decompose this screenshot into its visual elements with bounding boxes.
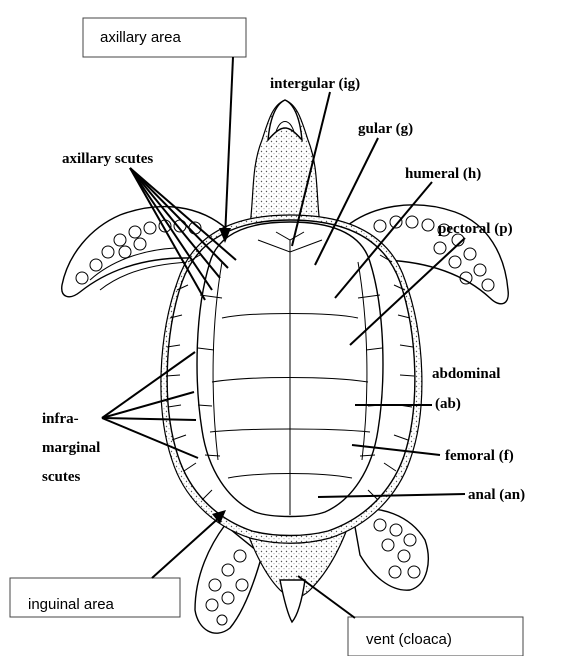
vent-label: vent (cloaca): [366, 631, 452, 648]
femoral-label: femoral (f): [445, 448, 514, 464]
intergular-label: intergular (ig): [270, 76, 360, 92]
abdominal-label-line1: abdominal: [432, 366, 500, 382]
pectoral-label: pectoral (p): [438, 221, 513, 237]
humeral-label: humeral (h): [405, 166, 481, 182]
inframarginal-label-line3: scutes: [42, 469, 80, 485]
vent-cloaca-shape: [280, 580, 305, 622]
inframarginal-label-line2: marginal: [42, 440, 100, 456]
inframarginal-label-line1: infra-: [42, 411, 79, 427]
axillary-scutes-label: axillary scutes: [62, 151, 153, 167]
gular-label: gular (g): [358, 121, 413, 137]
inguinal-area-label: inguinal area: [28, 596, 115, 613]
axillary-area-label: axillary area: [100, 29, 182, 46]
abdominal-label-line2: (ab): [435, 396, 461, 412]
anal-label: anal (an): [468, 487, 525, 503]
